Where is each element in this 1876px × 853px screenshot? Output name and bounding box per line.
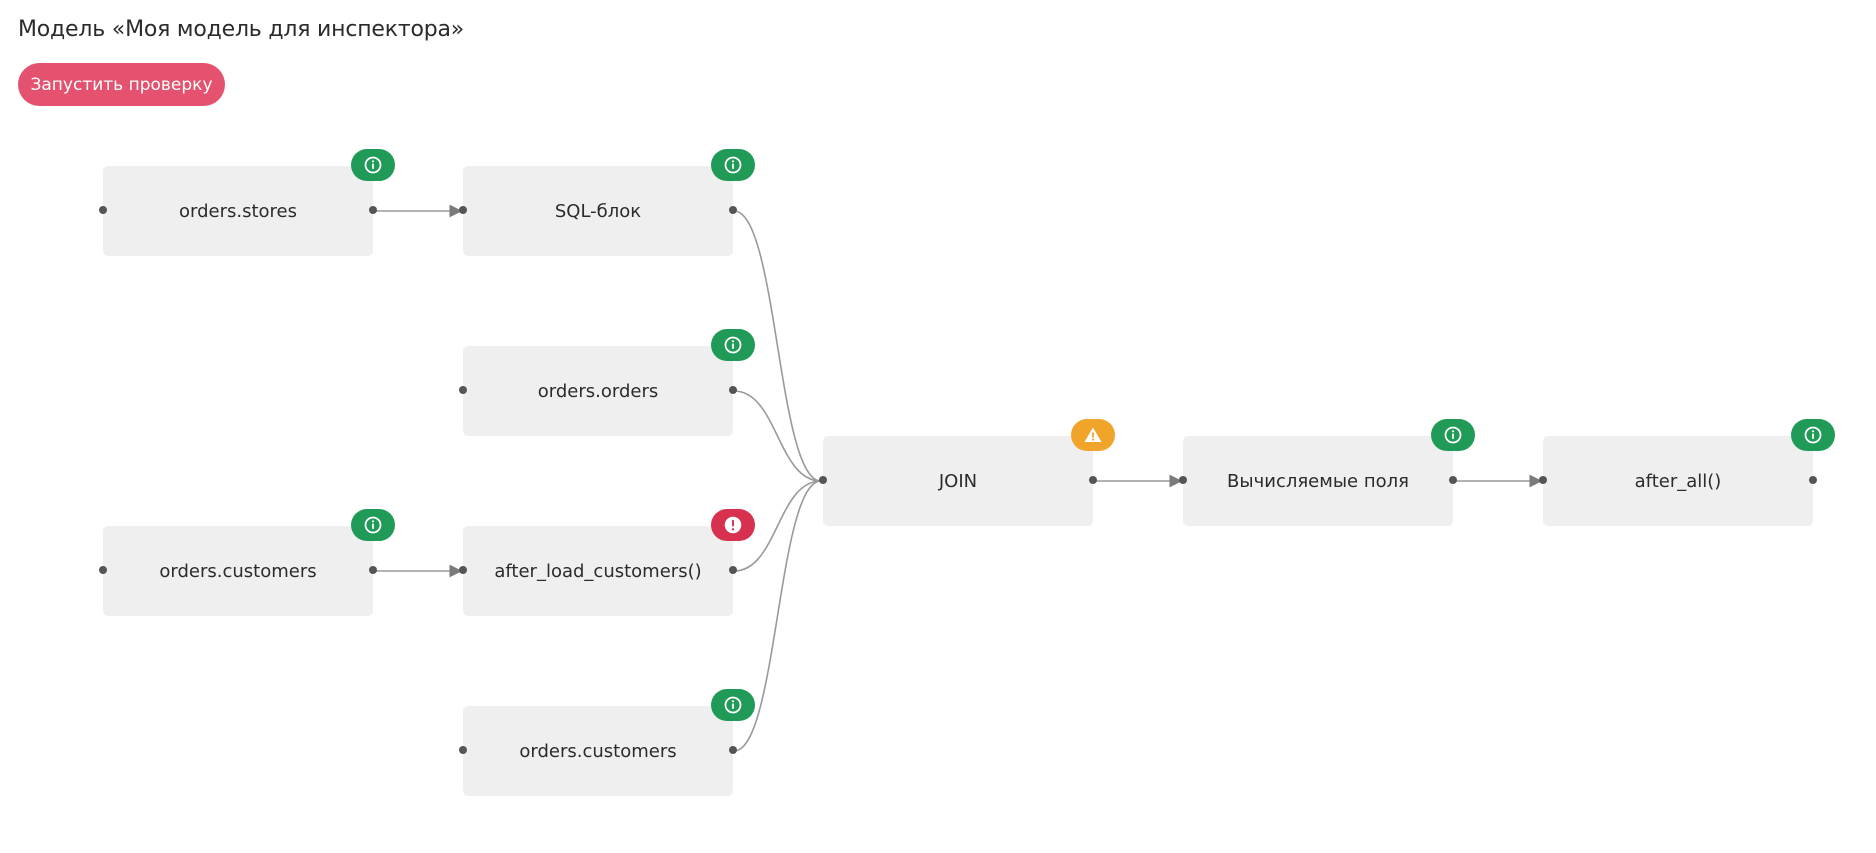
output-port[interactable]	[1809, 476, 1817, 484]
node-label: after_all()	[1634, 470, 1722, 492]
node-n4[interactable]: orders.customers	[99, 509, 395, 616]
input-port[interactable]	[99, 206, 107, 214]
node-label: after_load_customers()	[494, 560, 702, 582]
output-port[interactable]	[369, 206, 377, 214]
node-n6[interactable]: orders.customers	[459, 689, 755, 796]
input-port[interactable]	[819, 476, 827, 484]
output-port[interactable]	[729, 566, 737, 574]
warning-icon	[1084, 427, 1102, 442]
node-label: SQL-блок	[554, 200, 642, 222]
output-port[interactable]	[369, 566, 377, 574]
status-badge-info[interactable]	[1791, 419, 1835, 451]
info-icon	[724, 696, 742, 714]
node-label: orders.customers	[159, 560, 317, 582]
status-badge-info[interactable]	[711, 689, 755, 721]
status-badge-error[interactable]	[711, 509, 755, 541]
output-port[interactable]	[729, 206, 737, 214]
status-badge-info[interactable]	[351, 149, 395, 181]
node-n2[interactable]: SQL-блок	[459, 149, 755, 256]
status-badge-info[interactable]	[1431, 419, 1475, 451]
status-badge-warning[interactable]	[1071, 419, 1115, 451]
node-n9[interactable]: after_all()	[1539, 419, 1835, 526]
node-label: orders.customers	[519, 740, 677, 762]
run-check-button[interactable]: Запустить проверку	[18, 63, 225, 106]
info-icon	[1804, 426, 1822, 444]
input-port[interactable]	[459, 566, 467, 574]
input-port[interactable]	[1539, 476, 1547, 484]
output-port[interactable]	[1449, 476, 1457, 484]
node-n5[interactable]: after_load_customers()	[459, 509, 755, 616]
status-badge-info[interactable]	[351, 509, 395, 541]
input-port[interactable]	[1179, 476, 1187, 484]
status-badge-info[interactable]	[711, 329, 755, 361]
info-icon	[364, 156, 382, 174]
node-n1[interactable]: orders.stores	[99, 149, 395, 256]
node-n8[interactable]: Вычисляемые поля	[1179, 419, 1475, 526]
info-icon	[364, 516, 382, 534]
output-port[interactable]	[729, 386, 737, 394]
info-icon	[1444, 426, 1462, 444]
info-icon	[724, 336, 742, 354]
input-port[interactable]	[459, 746, 467, 754]
node-label: orders.orders	[537, 380, 659, 402]
output-port[interactable]	[729, 746, 737, 754]
error-icon	[724, 516, 742, 534]
node-label: orders.stores	[178, 200, 297, 222]
node-n7[interactable]: JOIN	[819, 419, 1115, 526]
input-port[interactable]	[459, 206, 467, 214]
status-badge-info[interactable]	[711, 149, 755, 181]
output-port[interactable]	[1089, 476, 1097, 484]
node-label: Вычисляемые поля	[1227, 470, 1409, 492]
input-port[interactable]	[459, 386, 467, 394]
node-label: JOIN	[938, 470, 978, 492]
node-n3[interactable]: orders.orders	[459, 329, 755, 436]
info-icon	[724, 156, 742, 174]
page-title: Модель «Моя модель для инспектора»	[18, 17, 465, 42]
input-port[interactable]	[99, 566, 107, 574]
